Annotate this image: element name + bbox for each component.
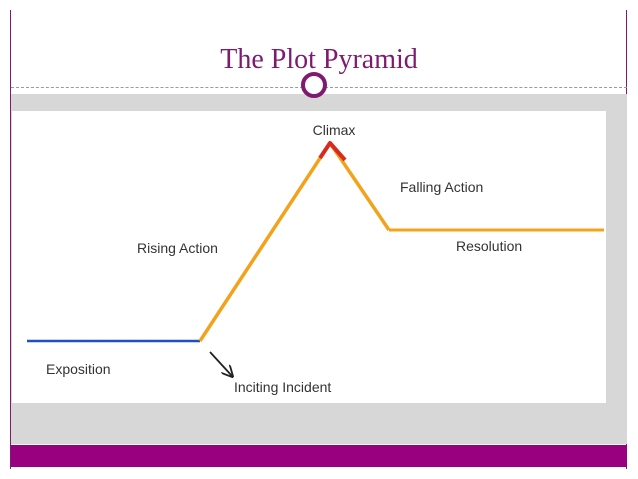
- label-exposition: Exposition: [46, 361, 111, 377]
- slide-title: The Plot Pyramid: [220, 44, 418, 75]
- label-resolution: Resolution: [456, 238, 522, 254]
- footer-bar: [11, 445, 627, 467]
- label-climax: Climax: [313, 122, 356, 138]
- label-falling-action: Falling Action: [400, 179, 483, 195]
- rising-action-line: [198, 142, 332, 342]
- label-rising-action: Rising Action: [137, 240, 218, 256]
- falling-action-line: [328, 142, 391, 231]
- circle-ornament-icon: [301, 72, 327, 98]
- climax-peak: [318, 141, 347, 162]
- inciting-incident-arrow: [209, 351, 232, 376]
- label-inciting-incident: Inciting Incident: [234, 379, 331, 395]
- diagram-panel: [12, 111, 606, 403]
